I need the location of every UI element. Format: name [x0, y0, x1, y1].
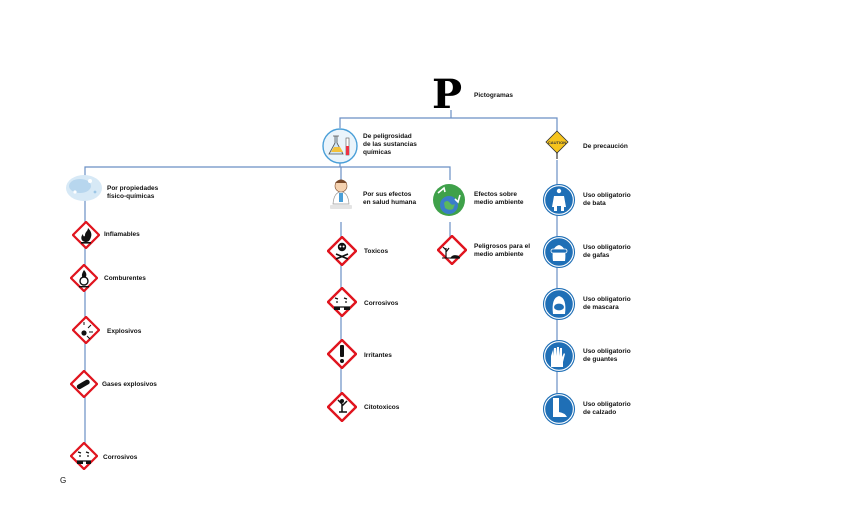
- group-ambiente-label: Efectos sobre medio ambiente: [474, 191, 523, 207]
- recycle-earth-icon: [433, 184, 465, 216]
- explosive-hazard-icon: [73, 317, 99, 343]
- hazard-label: Corrosivos: [103, 454, 137, 462]
- footer-text: G: [60, 476, 66, 485]
- connector-lines: [85, 110, 557, 460]
- hazard-label: Toxicos: [364, 248, 388, 256]
- hazard-label: Corrosivos: [364, 300, 398, 308]
- ice-splash-icon: [66, 175, 102, 201]
- caution-sign-icon: CAUTION: [546, 131, 568, 159]
- lab-coat-icon: [543, 184, 575, 216]
- ppe-label: Uso obligatorio de calzado: [583, 401, 631, 417]
- hazard-label: Irritantes: [364, 352, 392, 360]
- gloves-icon: [543, 340, 575, 372]
- group-fisicoquimicas-label: Por propiedades físico-químicas: [107, 185, 158, 201]
- ppe-label: Uso obligatorio de guantes: [583, 348, 631, 364]
- skull-hazard-icon: [328, 237, 356, 265]
- hazard-label: Inflamables: [104, 231, 140, 239]
- root-node: P: [432, 71, 462, 118]
- goggles-icon: [543, 236, 575, 268]
- ppe-label: Uso obligatorio de mascara: [583, 296, 631, 312]
- svg-text:CAUTION: CAUTION: [548, 140, 566, 145]
- scientist-icon: [330, 180, 352, 210]
- boots-icon: [543, 393, 575, 425]
- gas-cylinder-hazard-icon: [71, 371, 97, 397]
- hazard-label: Peligrosos para el medio ambiente: [474, 243, 530, 259]
- branch-precaucion-label: De precaución: [583, 143, 628, 151]
- root-glyph: P: [432, 71, 462, 118]
- mask-icon: [543, 288, 575, 320]
- hazard-label: Gases explosivos: [102, 381, 157, 389]
- hazard-label: Citotoxicos: [364, 404, 399, 412]
- ppe-label: Uso obligatorio de gafas: [583, 244, 631, 260]
- hazard-label: Comburentes: [104, 275, 146, 283]
- hazard-label: Explosivos: [107, 328, 141, 336]
- environment-hazard-icon: [438, 236, 466, 264]
- flame-hazard-icon: [73, 222, 99, 248]
- oxidizer-hazard-icon: [71, 265, 97, 291]
- corrosive-hazard-icon: [328, 288, 356, 316]
- root-label: Pictogramas: [474, 92, 513, 100]
- ppe-label: Uso obligatorio de bata: [583, 192, 631, 208]
- branch-peligrosidad-label: De peligrosidad de las sustancias químic…: [363, 133, 417, 157]
- group-salud-label: Por sus efectos en salud humana: [363, 191, 416, 207]
- corrosive-hazard-icon: [71, 443, 97, 469]
- exclamation-hazard-icon: [328, 340, 356, 368]
- lab-flask-icon: [323, 129, 357, 163]
- health-hazard-icon: [328, 393, 356, 421]
